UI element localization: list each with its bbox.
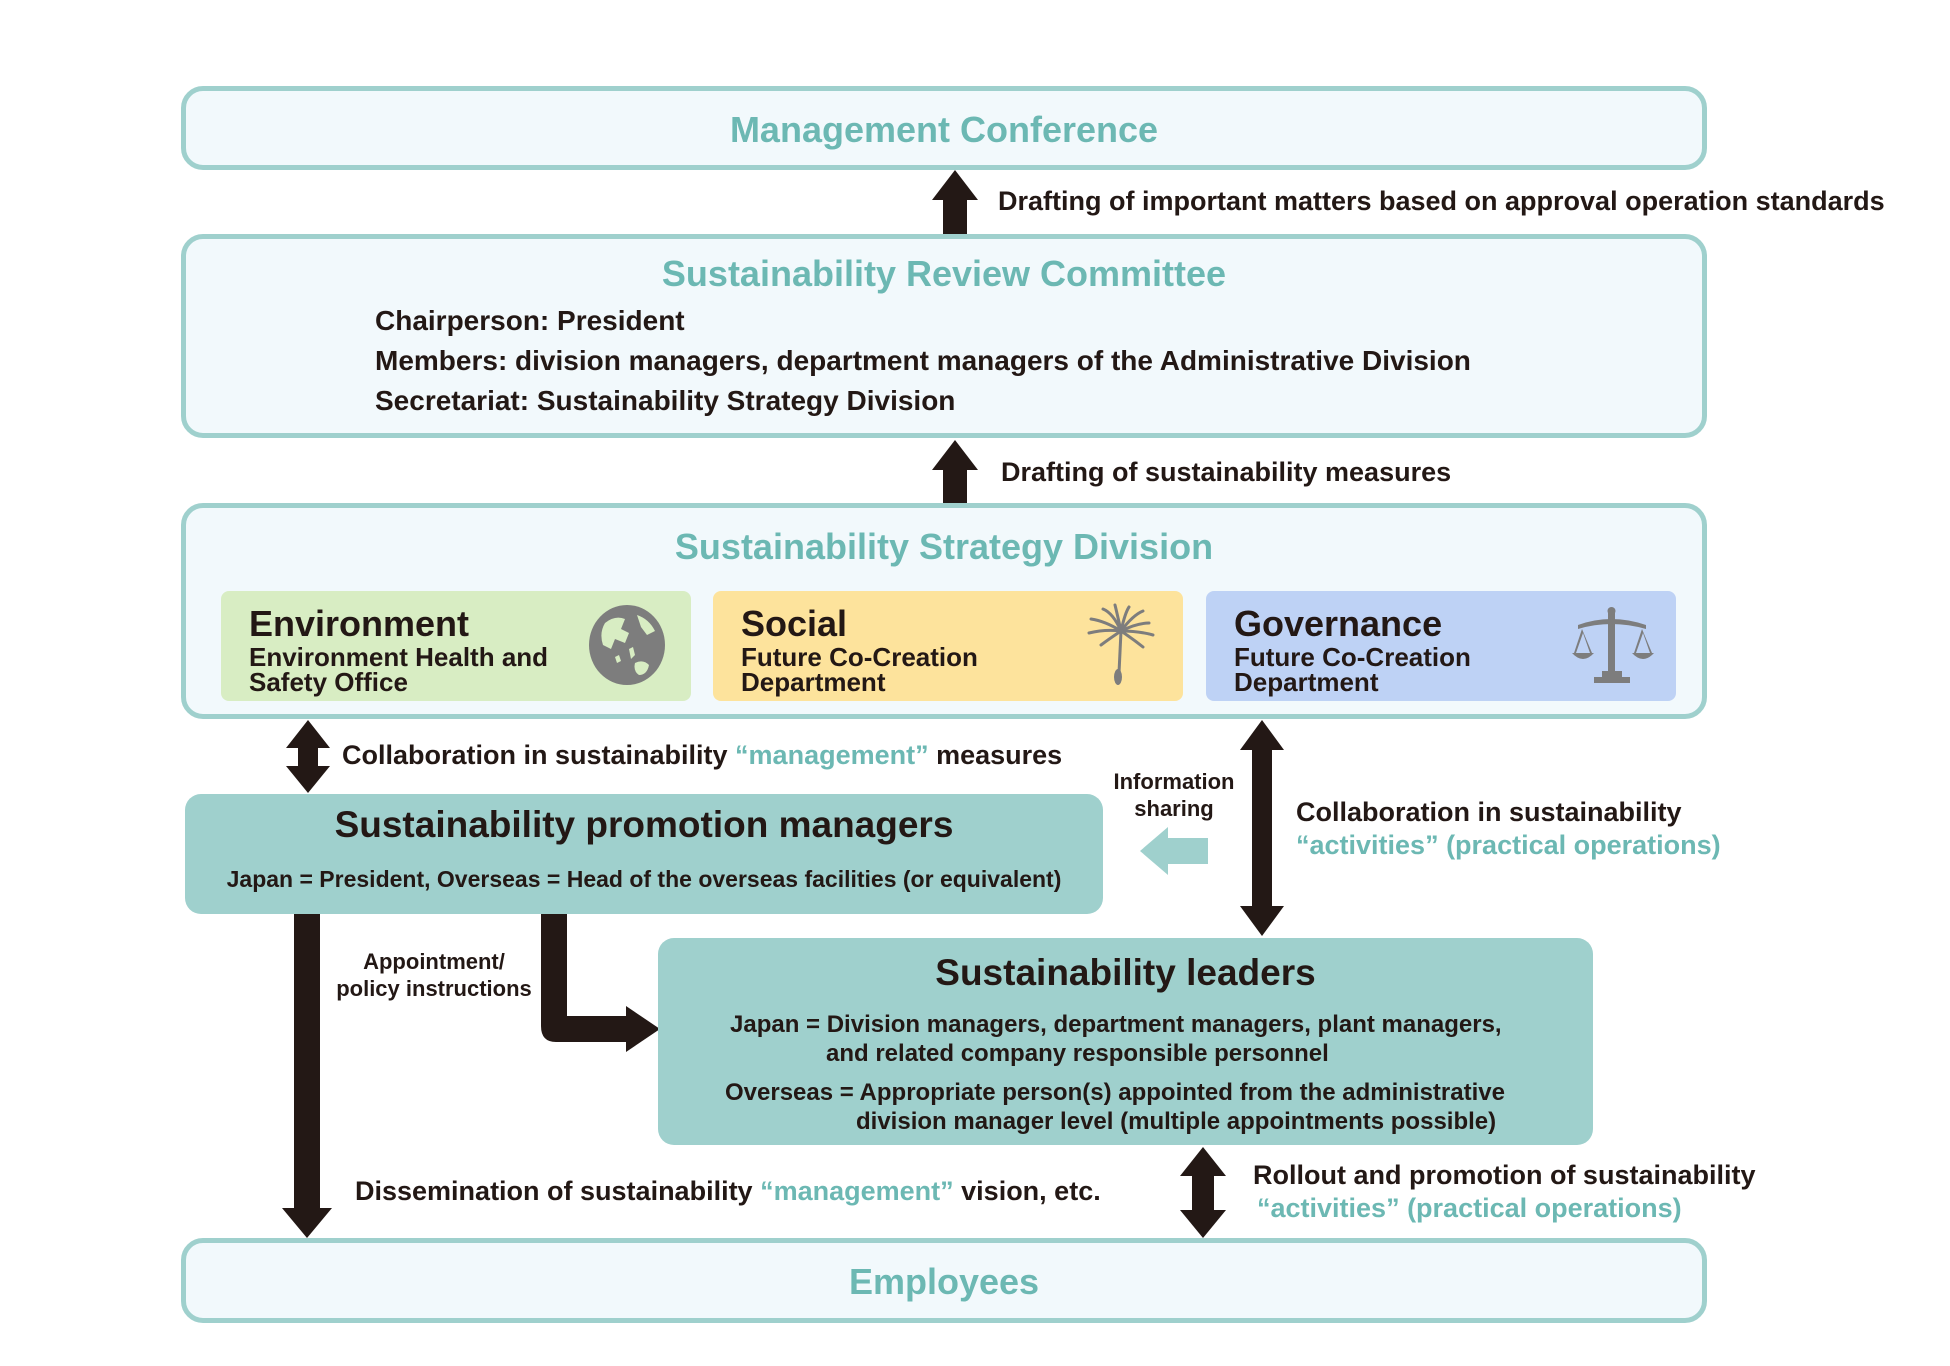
pillar-environment-dept-line1: Environment Health and (249, 642, 549, 672)
pillar-governance-dept-line1: Future Co-Creation (1234, 642, 1471, 672)
label-drafting-measures: Drafting of sustainability measures (1001, 457, 1452, 487)
pillar-social-dept: Future Co-Creation Department (741, 642, 978, 697)
pillar-social-dept-line1: Future Co-Creation (741, 642, 978, 672)
strategy-division-title: Sustainability Strategy Division (674, 526, 1214, 567)
arrow-up-to-review-committee (932, 440, 978, 506)
label-information-sharing: Information sharing (1104, 768, 1244, 822)
management-conference-box: Management Conference (181, 86, 1707, 170)
label-dissemination-prefix: Dissemination of sustainability (355, 1176, 761, 1206)
leaders-box: Sustainability leaders Japan = Division … (658, 938, 1593, 1145)
label-collaboration-management: Collaboration in sustainability “managem… (342, 740, 1062, 771)
label-dissemination: Dissemination of sustainability “managem… (355, 1176, 1101, 1207)
review-committee-chairperson: Chairperson: President (375, 305, 685, 336)
label-collaboration-activities-line2: “activities” (practical operations) (1296, 830, 1721, 860)
arrow-elbow-to-leaders (541, 913, 660, 1052)
leaders-japan: Japan = Division managers, department ma… (730, 1010, 1502, 1068)
scales-icon (1572, 607, 1654, 683)
pillar-governance-name: Governance (1234, 603, 1443, 644)
pillar-social-dept-line2: Department (741, 667, 886, 697)
label-information-sharing-line2: sharing (1134, 796, 1214, 821)
pillar-environment-name: Environment (249, 603, 470, 644)
employees-title: Employees (848, 1261, 1040, 1302)
pillar-environment-dept: Environment Health and Safety Office (249, 642, 549, 697)
arrow-information-sharing (1140, 827, 1208, 875)
label-rollout-line1: Rollout and promotion of sustainability (1253, 1160, 1756, 1190)
label-information-sharing-line1: Information (1113, 769, 1235, 794)
pillar-environment-dept-line2: Safety Office (249, 667, 408, 697)
leaders-overseas: Overseas = Appropriate person(s) appoint… (725, 1078, 1505, 1136)
dandelion-seed-icon (1087, 603, 1155, 685)
promotion-managers-title: Sustainability promotion managers (334, 804, 954, 845)
arrow-up-to-management-conference (932, 170, 978, 234)
management-conference-title: Management Conference (729, 109, 1159, 150)
pillar-social-name: Social (741, 603, 848, 644)
globe-icon (589, 605, 665, 685)
label-dissemination-suffix: vision, etc. (953, 1176, 1101, 1206)
label-appointment: Appointment/ policy instructions (328, 948, 540, 1002)
pillar-social: Social Future Co-Creation Department (713, 591, 1183, 701)
leaders-title: Sustainability leaders (935, 952, 1316, 993)
leaders-overseas-line2: division manager level (multiple appoint… (856, 1108, 1497, 1135)
arrow-double-strategy-leaders (1240, 720, 1284, 936)
pillar-governance-dept-line2: Department (1234, 667, 1379, 697)
review-committee-members: Members: division managers, department m… (375, 345, 1471, 376)
arrow-down-to-employees (282, 913, 332, 1238)
label-collaboration-activities-line1: Collaboration in sustainability (1296, 797, 1682, 827)
label-dissemination-highlight: “management” (760, 1176, 954, 1206)
promotion-managers-detail: Japan = President, Overseas = Head of th… (226, 866, 1062, 892)
label-collaboration-activities: Collaboration in sustainability “activit… (1296, 796, 1721, 862)
promotion-managers-box: Sustainability promotion managers Japan … (185, 794, 1103, 914)
leaders-overseas-line1: Overseas = Appropriate person(s) appoint… (725, 1079, 1505, 1106)
label-appointment-line2: policy instructions (336, 976, 532, 1001)
leaders-japan-line1: Japan = Division managers, department ma… (730, 1011, 1502, 1038)
label-rollout-line2: “activities” (practical operations) (1257, 1193, 1682, 1223)
label-appointment-line1: Appointment/ (363, 949, 505, 974)
leaders-japan-line2: and related company responsible personne… (826, 1040, 1329, 1067)
arrow-double-leaders-employees (1180, 1147, 1226, 1238)
review-committee-title: Sustainability Review Committee (661, 253, 1227, 294)
employees-box: Employees (181, 1238, 1707, 1323)
arrow-double-strategy-promotion (286, 720, 330, 793)
pillar-governance-dept: Future Co-Creation Department (1234, 642, 1471, 697)
label-rollout: Rollout and promotion of sustainability … (1253, 1159, 1755, 1225)
label-collaboration-management-prefix: Collaboration in sustainability (342, 740, 736, 770)
pillar-governance: Governance Future Co-Creation Department (1206, 591, 1676, 701)
review-committee-secretariat: Secretariat: Sustainability Strategy Div… (375, 385, 956, 416)
label-drafting-important: Drafting of important matters based on a… (998, 186, 1885, 216)
pillar-environment: Environment Environment Health and Safet… (221, 591, 691, 701)
review-committee-box: Sustainability Review Committee Chairper… (181, 234, 1707, 438)
label-collaboration-management-suffix: measures (928, 740, 1063, 770)
label-collaboration-management-highlight: “management” (735, 740, 929, 770)
